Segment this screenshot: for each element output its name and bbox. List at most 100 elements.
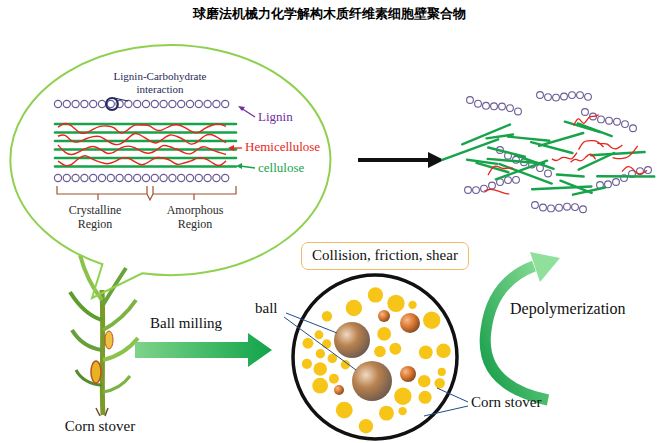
disrupted-structure [597,175,654,178]
leader-lines [284,313,468,416]
lignin-rows [98,100,105,107]
ball-mill [378,310,390,322]
process-label: Ball milling [150,315,222,332]
ball-mill [418,375,430,387]
disrupted-structure [578,123,612,136]
ball-mill [389,343,401,355]
disrupted-structure [500,164,552,184]
lignin-rows [98,174,105,181]
disrupted-structure [557,174,584,176]
lignin-rows [151,100,158,107]
label-arrows [228,145,234,151]
lignin-rows [186,174,193,181]
corn-plant [70,255,138,416]
lci-marker [106,98,118,110]
region-label: Amorphous Region [155,204,235,232]
cellulose-fibres [55,165,236,168]
disrupted-structure [483,102,490,109]
lignin-rows [160,174,167,181]
ball-mill [302,287,451,433]
lignin-rows [142,100,149,107]
disrupted-structure [537,92,544,99]
ball-mill [419,345,433,359]
lignin-rows [63,100,70,107]
component-label: Hemicellulose [245,140,320,155]
lignin-rows [125,174,132,181]
title: 球磨法机械力化学解构木质纤维素细胞壁聚合物 [0,7,658,22]
disrupted-structure [475,100,482,107]
lignin-rows [178,174,185,181]
disrupted-structure [515,155,554,169]
lignin-rows [169,100,176,107]
disrupted-structure [545,94,552,101]
ball-mill [359,419,373,433]
ball-mill [302,338,313,349]
lignin-rows [54,100,61,107]
lignin-rows [116,174,123,181]
corn-plant [103,268,126,305]
ball-mill [312,378,328,394]
corn-plant [70,292,102,320]
ball-mill [302,359,312,369]
disrupted-structure [622,121,629,128]
depolymerization-arrow [485,266,548,400]
disrupted-structure [572,204,579,211]
interaction-label: Lignin-Carbohydrate interaction [105,70,215,95]
leader-lines [437,388,468,402]
corn-plant [72,330,102,350]
ball-mill [394,388,411,405]
disrupted-structure [489,182,496,189]
disrupted-structure [532,202,539,209]
lignin-rows [81,100,88,107]
disrupted-structure [630,125,637,132]
ball-mill [314,330,323,339]
lignin-rows [222,174,229,181]
depolymerization-arrow [485,252,560,400]
transform-arrow [358,158,430,162]
mechanism-box: Collision, friction, shear [301,242,469,269]
disrupted-structure [645,167,652,174]
ball-mill [408,301,416,309]
leader-lines [424,406,468,416]
lignin-rows [142,174,149,181]
corn-plant [102,290,103,415]
disrupted-structure [564,203,571,210]
disrupted-structure [582,109,589,116]
disrupted-structure [491,103,498,110]
lignin-rows [213,100,220,107]
cellulose-fibres [55,124,236,167]
mechanism-text: Collision, friction, shear [312,247,458,264]
ball-mill [346,300,362,316]
disrupted-structure [467,97,474,104]
ball-mill [336,402,353,419]
ball-mill [374,346,386,358]
corn-plant [96,408,108,416]
ball-mill [352,361,392,401]
disrupted-structure [553,94,560,101]
disrupted-structure [442,139,498,160]
lignin-rows [81,174,88,181]
part-label: ball [255,300,278,317]
ball-mill [334,322,370,358]
disrupted-structure [580,206,587,213]
disrupted-structure [496,161,547,180]
ball-mill [379,406,394,421]
lignin-rows [72,100,79,107]
ball-mill [377,327,391,341]
ball-mill [329,374,339,384]
lignin-rows [72,174,79,181]
lignin-rows [204,100,211,107]
ball-mill [334,385,344,395]
lignin-rows [90,100,97,107]
ball-mill [313,362,327,376]
ball-mill [387,295,404,312]
lignin-rows [125,100,132,107]
lignin-rows [195,100,202,107]
region-label: Crystalline Region [55,204,135,232]
disrupted-structure [532,187,591,190]
disrupted-structure [513,176,520,183]
disrupted-structure [465,187,472,194]
hemicellulose-chains [58,123,226,133]
lignin-rows [222,100,229,107]
label-arrows [240,166,255,168]
